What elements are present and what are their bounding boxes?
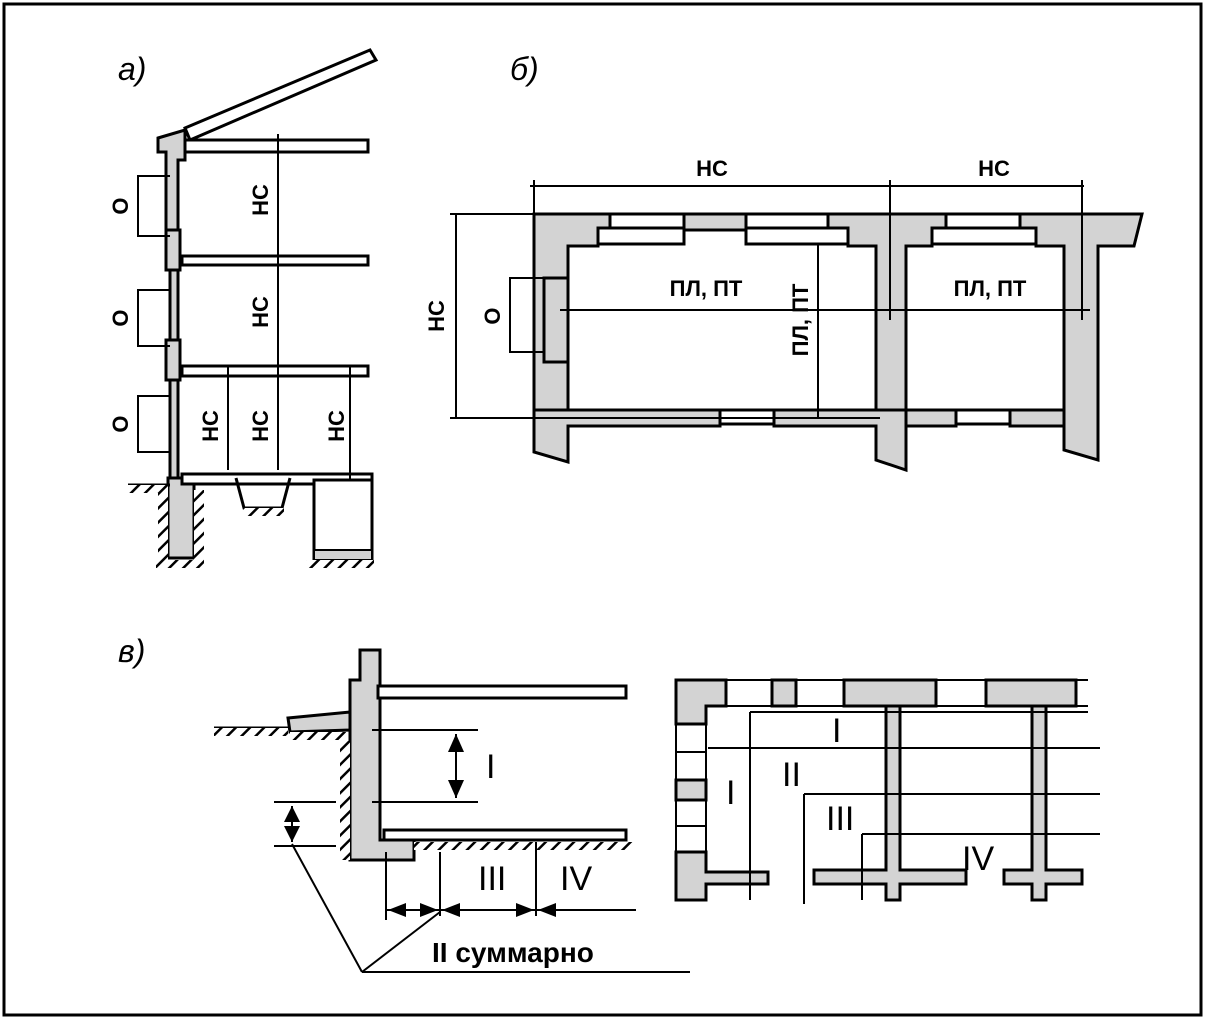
floor-slab-2 [180, 254, 370, 267]
plan-c-walls [674, 678, 1084, 902]
foundation-base-hatch [156, 560, 204, 568]
foundation-wall [166, 476, 196, 560]
exterior-wall-section [156, 127, 187, 480]
basement-wall [348, 648, 416, 862]
zone-2-label-plan: II [782, 756, 801, 794]
floor-label-3: ПЛ, ПТ [788, 283, 813, 356]
zone-1-label-plan-side: I [726, 774, 735, 812]
window-label-3: О [108, 415, 133, 432]
zone-4-label-plan: IV [962, 840, 994, 878]
wall-label-3: НС [198, 410, 223, 442]
panel-b-letter: б) [510, 51, 539, 87]
lintel-2 [164, 228, 182, 272]
wall-label-2: НС [248, 296, 273, 328]
blind-area [286, 710, 352, 734]
panel-a-letter: а) [118, 51, 146, 87]
roof-slab [183, 48, 379, 142]
floor-slab-lower [382, 828, 628, 842]
panel-c: в) [118, 633, 1100, 973]
wall-label-1: НС [248, 184, 273, 216]
lintel-3 [164, 338, 182, 382]
wall-label-4: НС [248, 410, 273, 442]
channel-hatch [244, 508, 284, 516]
dimension-arrows [284, 734, 556, 917]
wall-length-label-2: НС [978, 156, 1010, 181]
zone-4-label-section: IV [560, 860, 592, 898]
plan-c-outline [675, 679, 1100, 904]
floor-slab-top [183, 138, 370, 154]
zone-3-label-section: III [478, 860, 506, 898]
zone-dimensions [274, 729, 690, 973]
wall-label-5: НС [324, 410, 349, 442]
window-label-2: О [108, 309, 133, 326]
floor-label-2: ПЛ, ПТ [954, 276, 1027, 301]
zone-3-label-plan: III [826, 800, 854, 838]
floor-slab-3 [180, 364, 370, 378]
panel-c-letter: в) [118, 633, 145, 669]
floor-hatch [414, 842, 634, 850]
ground-hatch-left [128, 485, 168, 493]
basement-floor [313, 549, 373, 561]
panel-a: а) О [108, 48, 379, 568]
plan-dimensions [450, 180, 1090, 419]
window-label-1: О [108, 197, 133, 214]
panel-b: б) [424, 51, 1144, 473]
basement-pit [312, 478, 374, 562]
zone-1-label-section: I [486, 748, 495, 786]
floor-label-1: ПЛ, ПТ [670, 276, 743, 301]
window-dimensions [137, 175, 170, 453]
foundation-hatch-right [194, 490, 204, 560]
basement-wall-hatch [340, 740, 350, 860]
basement-hatch [306, 560, 374, 568]
plan-walls [532, 212, 1144, 473]
blind-area-hatch [290, 732, 346, 740]
plan-window-label: О [480, 307, 505, 324]
ground-hatch [214, 728, 288, 736]
wall-width-label: НС [424, 300, 449, 332]
plan-windows [596, 212, 1038, 426]
wall-length-label-1: НС [696, 156, 728, 181]
floor-slab-upper [376, 684, 628, 700]
zone-1-label-plan-top: I [832, 712, 841, 750]
zone-2-total-label: II суммарно [432, 937, 594, 968]
foundation-hatch-left [158, 490, 168, 560]
